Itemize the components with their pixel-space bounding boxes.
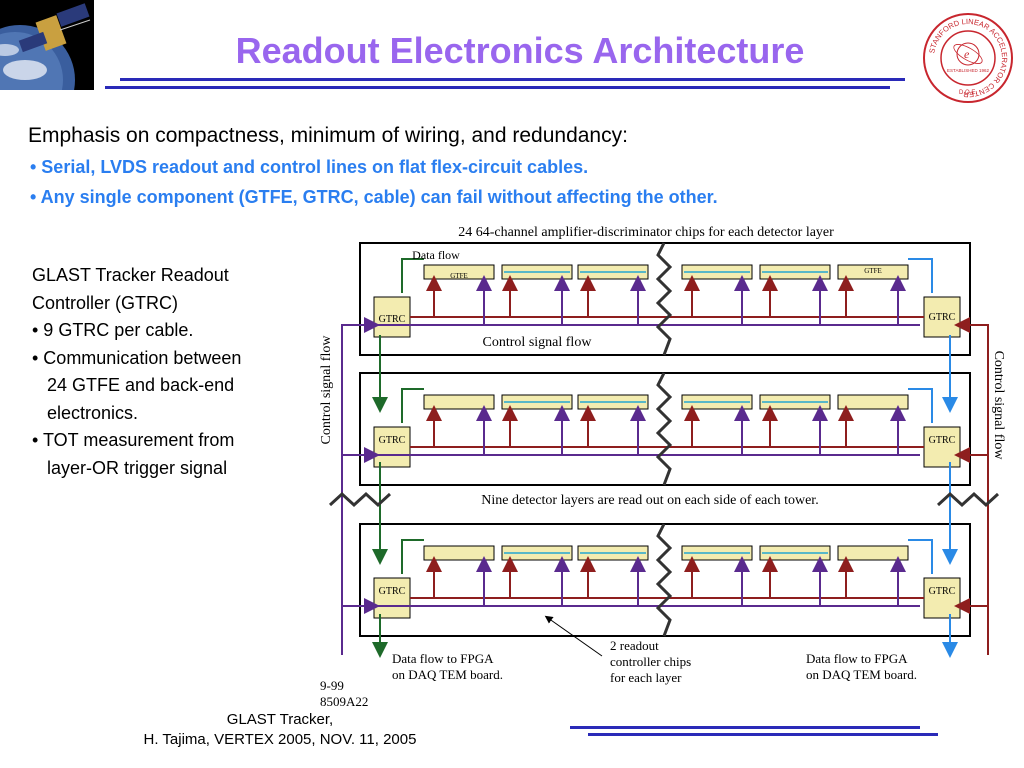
gtrc-label: GTRC: [379, 435, 406, 446]
data-flow-fpga-right-1: Data flow to FPGA: [806, 651, 908, 666]
footer: GLAST Tracker, H. Tajima, VERTEX 2005, N…: [130, 710, 430, 750]
data-flow-fpga-left-2: on DAQ TEM board.: [392, 667, 503, 682]
data-flow-fpga-right-2: on DAQ TEM board.: [806, 667, 917, 682]
control-flow-right-label: Control signal flow: [991, 351, 1006, 461]
gtrc-label: GTRC: [929, 312, 956, 323]
figure-id-1: 9-99: [320, 678, 344, 693]
footer-rule-bottom: [588, 733, 938, 736]
detector-layer-middle: [360, 373, 970, 485]
footer-line-1: GLAST Tracker,: [226, 711, 334, 728]
bullet-serial-lvds: • Serial, LVDS readout and control lines…: [30, 157, 589, 177]
slide-title: Readout Electronics Architecture: [235, 30, 805, 71]
bullet-single-component: • Any single component (GTFE, GTRC, cabl…: [30, 187, 718, 207]
slac-logo: STANFORD LINEAR ACCELERATOR CENTER e EST…: [922, 12, 1014, 104]
readout-note-1: 2 readout: [610, 638, 659, 653]
gtrc-line: layer-OR trigger signal: [32, 457, 228, 478]
gtrc-label: GTRC: [379, 586, 406, 597]
logo-doe: D.O.E.: [959, 90, 977, 96]
figure-id-2: 8509A22: [320, 694, 368, 709]
data-flow-fpga-left-1: Data flow to FPGA: [392, 651, 494, 666]
gtrc-label: GTRC: [929, 586, 956, 597]
middle-caption: Nine detector layers are read out on eac…: [481, 493, 818, 508]
footer-line-2: H. Tajima, VERTEX 2005, NOV. 11, 2005: [143, 731, 417, 748]
top-caption: 24 64-channel amplifier-discriminator ch…: [458, 225, 834, 240]
data-flow-label: Data flow: [412, 248, 460, 262]
title-underline-top: [120, 78, 905, 81]
svg-text:e: e: [964, 47, 970, 61]
gtrc-line: Controller (GTRC): [32, 292, 179, 313]
control-flow-inner-label: Control signal flow: [483, 335, 593, 350]
control-flow-left-label: Control signal flow: [319, 335, 334, 445]
gtrc-label: GTRC: [379, 314, 406, 325]
detector-layer-bottom: [360, 524, 970, 636]
readout-note-3: for each layer: [610, 670, 682, 685]
title-underline-bottom: [105, 86, 890, 89]
gtfe-label: GTFE: [864, 267, 882, 275]
footer-rule-top: [570, 726, 920, 729]
gtrc-line: • TOT measurement from: [32, 430, 235, 450]
emphasis-text: Emphasis on compactness, minimum of wiri…: [28, 124, 628, 147]
gtrc-line: GLAST Tracker Readout: [32, 265, 229, 285]
logo-established: ESTABLISHED 1962: [947, 68, 989, 73]
readout-note-2: controller chips: [610, 654, 691, 669]
gtrc-line: 24 GTFE and back-end: [32, 375, 235, 395]
gtrc-description: GLAST Tracker Readout Controller (GTRC) …: [32, 262, 241, 482]
gtrc-line: electronics.: [32, 402, 139, 423]
gtrc-line: • Communication between: [32, 347, 242, 368]
gtrc-label: GTRC: [929, 435, 956, 446]
gtfe-label: GTFE: [450, 272, 468, 280]
gtrc-line: • 9 GTRC per cable.: [32, 320, 194, 340]
